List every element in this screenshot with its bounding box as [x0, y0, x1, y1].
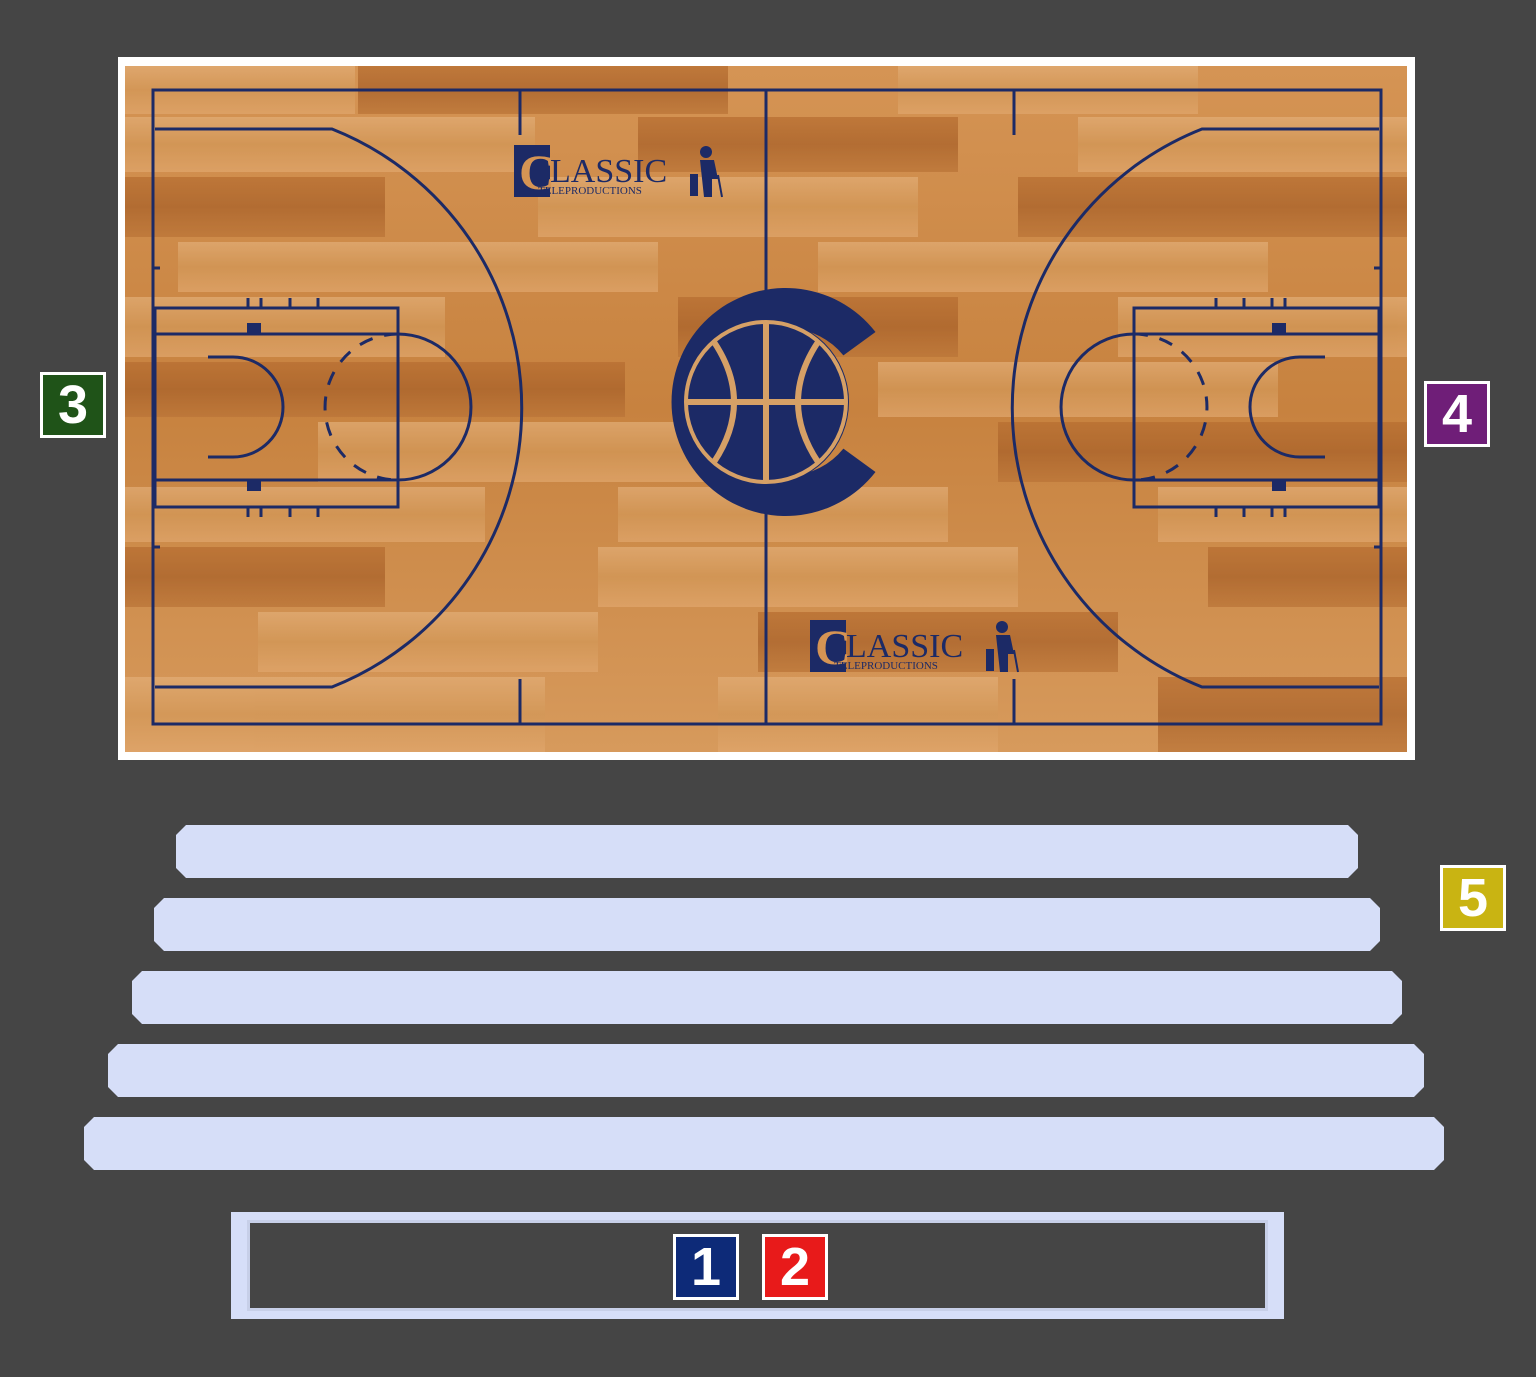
- camera-5-marker[interactable]: 5: [1440, 865, 1506, 931]
- svg-text:LASSIC: LASSIC: [846, 628, 963, 665]
- svg-text:TELEPRODUCTIONS: TELEPRODUCTIONS: [538, 185, 642, 197]
- classic-logo-bottom: C LASSIC TELEPRODUCTIONS: [810, 619, 1019, 675]
- bleacher-row: [84, 1117, 1444, 1170]
- svg-text:LASSIC: LASSIC: [550, 153, 667, 190]
- camera-platform-inner: [247, 1220, 1268, 1311]
- svg-text:C: C: [519, 144, 555, 200]
- center-court-logo: [671, 288, 876, 516]
- camera-1-label: 1: [690, 1237, 722, 1297]
- svg-text:C: C: [815, 619, 851, 675]
- three-point-line-left: [155, 127, 524, 689]
- camera-3-label: 3: [57, 375, 89, 435]
- bleacher-row: [154, 898, 1380, 951]
- basketball-court: C LASSIC TELEPRODUCTIONS C LASSIC TELEPR…: [118, 57, 1415, 760]
- classic-logo-top: C LASSIC TELEPRODUCTIONS: [514, 144, 723, 200]
- svg-text:TELEPRODUCTIONS: TELEPRODUCTIONS: [834, 660, 938, 672]
- bleacher-row: [132, 971, 1402, 1024]
- lane-blocks: [247, 323, 1286, 491]
- camera-platform: [231, 1212, 1284, 1319]
- camera-5-label: 5: [1457, 868, 1489, 928]
- camera-2-label: 2: [779, 1237, 811, 1297]
- camera-4-label: 4: [1441, 384, 1473, 444]
- camera-1-marker[interactable]: 1: [673, 1234, 739, 1300]
- three-point-line-right: [1010, 127, 1379, 689]
- bleacher-row: [108, 1044, 1424, 1097]
- bleacher-row: [176, 825, 1358, 878]
- camera-2-marker[interactable]: 2: [762, 1234, 828, 1300]
- camera-3-marker[interactable]: 3: [40, 372, 106, 438]
- camera-4-marker[interactable]: 4: [1424, 381, 1490, 447]
